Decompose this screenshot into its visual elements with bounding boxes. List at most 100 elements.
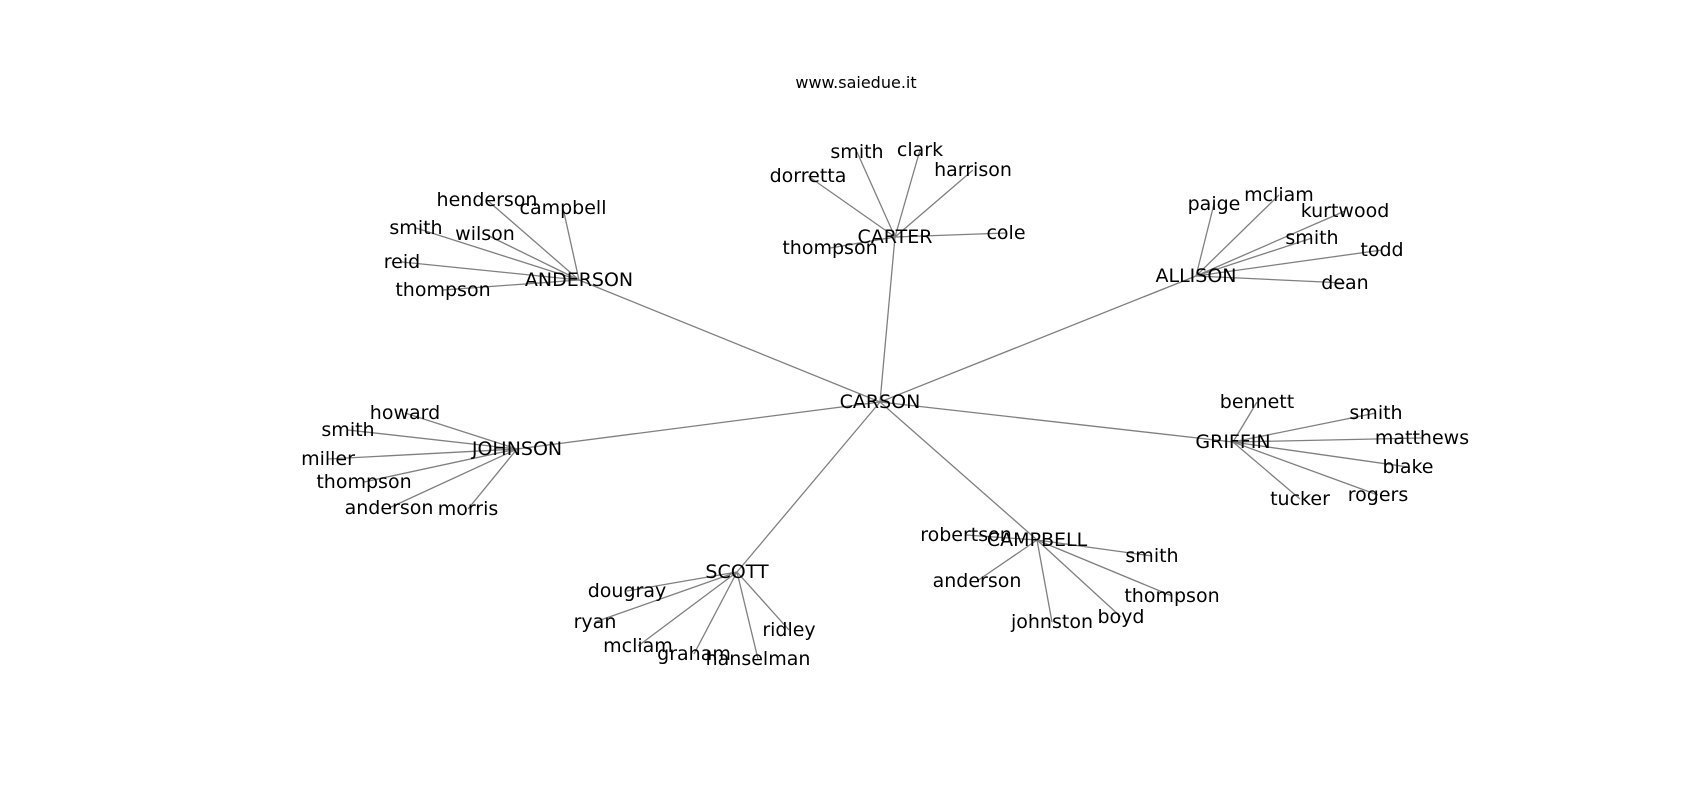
node-leaf-griffin-matthews: matthews — [1375, 427, 1469, 449]
node-leaf-anderson-henderson: henderson — [437, 189, 538, 211]
node-leaf-johnson-howard: howard — [370, 402, 440, 424]
edge-carter-thompson — [829, 236, 896, 249]
node-leaf-allison-kurtwood: kurtwood — [1301, 200, 1390, 222]
node-leaf-griffin-rogers: rogers — [1348, 484, 1408, 506]
node-hub-campbell: CAMPBELL — [987, 529, 1088, 551]
diagram-title: www.saiedue.it — [795, 73, 916, 92]
edges-layer — [327, 149, 1423, 660]
node-leaf-campbell-thompson: thompson — [1124, 585, 1219, 607]
node-hub-griffin: GRIFFIN — [1195, 431, 1270, 453]
node-leaf-scott-hanselman: hanselman — [706, 648, 811, 670]
node-leaf-scott-graham: graham — [657, 643, 731, 665]
edge-griffin-blake — [1232, 441, 1409, 468]
edge-allison-paige — [1195, 203, 1215, 277]
edge-allison-todd — [1195, 249, 1383, 277]
edge-campbell-boyd — [1036, 539, 1122, 618]
node-leaf-carter-dorretta: dorretta — [770, 165, 847, 187]
node-hub-anderson: ANDERSON — [525, 269, 633, 291]
edge-campbell-smith — [1036, 539, 1153, 557]
node-leaf-carter-cole: cole — [986, 222, 1025, 244]
edge-root-johnson — [516, 401, 881, 450]
node-leaf-griffin-bennett: bennett — [1220, 391, 1294, 413]
edge-griffin-bennett — [1232, 401, 1258, 443]
edge-root-anderson — [578, 279, 881, 403]
edge-allison-kurtwood — [1195, 210, 1346, 277]
node-leaf-campbell-robertson: robertson — [920, 524, 1012, 546]
node-leaf-allison-todd: todd — [1360, 239, 1403, 261]
node-leaf-carter-thompson: thompson — [782, 237, 877, 259]
edge-scott-ryan — [594, 571, 738, 623]
edge-scott-ridley — [736, 571, 790, 631]
node-leaf-scott-ridley: ridley — [762, 619, 815, 641]
node-leaf-johnson-morris: morris — [438, 498, 499, 520]
node-leaf-allison-paige: paige — [1188, 193, 1241, 215]
node-leaf-carter-harrison: harrison — [934, 159, 1012, 181]
edge-johnson-howard — [404, 412, 518, 450]
node-hub-allison: ALLISON — [1155, 265, 1236, 287]
edge-root-campbell — [879, 401, 1038, 541]
node-leaf-carter-clark: clark — [897, 139, 943, 161]
node-leaf-campbell-boyd: boyd — [1098, 606, 1145, 628]
edge-root-carter — [879, 236, 896, 403]
edge-griffin-rogers — [1232, 441, 1379, 496]
node-hub-scott: SCOTT — [705, 561, 769, 583]
edge-carter-clark — [894, 149, 921, 238]
node-leaf-carter-smith: smith — [830, 141, 883, 163]
node-leaf-griffin-tucker: tucker — [1270, 488, 1330, 510]
node-leaf-scott-mcliam: mcliam — [603, 635, 673, 657]
edge-johnson-morris — [467, 448, 518, 510]
node-leaf-johnson-thompson: thompson — [316, 471, 411, 493]
node-leaf-campbell-johnston: johnston — [1010, 611, 1093, 633]
edge-campbell-anderson — [976, 539, 1038, 582]
edge-root-allison — [879, 275, 1197, 403]
edge-scott-mcliam — [637, 571, 738, 647]
edge-johnson-smith — [347, 429, 518, 450]
edge-carter-cole — [894, 232, 1007, 238]
edge-anderson-smith — [415, 227, 580, 281]
edge-root-griffin — [879, 401, 1234, 443]
edge-johnson-thompson — [363, 448, 518, 483]
node-leaf-allison-dean: dean — [1321, 272, 1368, 294]
node-leaf-scott-ryan: ryan — [574, 611, 617, 633]
node-leaf-johnson-smith: smith — [321, 419, 374, 441]
node-root: CARSON — [840, 391, 921, 413]
edge-campbell-thompson — [1036, 539, 1173, 597]
edge-anderson-wilson — [484, 233, 580, 281]
edge-anderson-henderson — [486, 199, 580, 281]
edge-campbell-robertson — [965, 534, 1038, 541]
node-leaf-anderson-reid: reid — [384, 251, 420, 273]
edge-allison-dean — [1195, 275, 1346, 284]
node-leaf-anderson-thompson: thompson — [395, 279, 490, 301]
node-leaf-griffin-smith: smith — [1349, 402, 1402, 424]
edge-griffin-smith — [1232, 412, 1377, 443]
node-leaf-scott-dougray: dougray — [588, 580, 667, 602]
edge-johnson-miller — [327, 448, 518, 460]
node-leaf-anderson-wilson: wilson — [455, 223, 515, 245]
node-leaf-allison-smith: smith — [1285, 227, 1338, 249]
edge-scott-dougray — [626, 571, 738, 592]
node-leaf-anderson-smith: smith — [389, 217, 442, 239]
edge-griffin-tucker — [1232, 441, 1301, 500]
node-hub-carter: CARTER — [858, 226, 933, 248]
node-leaf-allison-mcliam: mcliam — [1244, 184, 1314, 206]
node-leaf-johnson-miller: miller — [301, 448, 355, 470]
edge-carter-dorretta — [807, 175, 896, 238]
edge-allison-mcliam — [1195, 194, 1280, 277]
edge-root-scott — [736, 401, 881, 573]
node-leaf-campbell-anderson: anderson — [933, 570, 1022, 592]
node-leaf-johnson-anderson: anderson — [345, 497, 434, 519]
edge-campbell-johnston — [1036, 539, 1053, 623]
node-hub-johnson: JOHNSON — [471, 438, 562, 460]
edge-carter-smith — [856, 151, 896, 238]
edge-allison-smith — [1195, 237, 1313, 277]
edge-anderson-campbell — [562, 207, 580, 281]
edge-anderson-reid — [401, 261, 580, 281]
edge-carter-harrison — [894, 169, 974, 238]
node-leaf-campbell-smith: smith — [1125, 545, 1178, 567]
edge-anderson-thompson — [442, 279, 580, 291]
edge-johnson-anderson — [388, 448, 518, 509]
edge-griffin-matthews — [1232, 437, 1423, 443]
edge-scott-hanselman — [736, 571, 759, 660]
